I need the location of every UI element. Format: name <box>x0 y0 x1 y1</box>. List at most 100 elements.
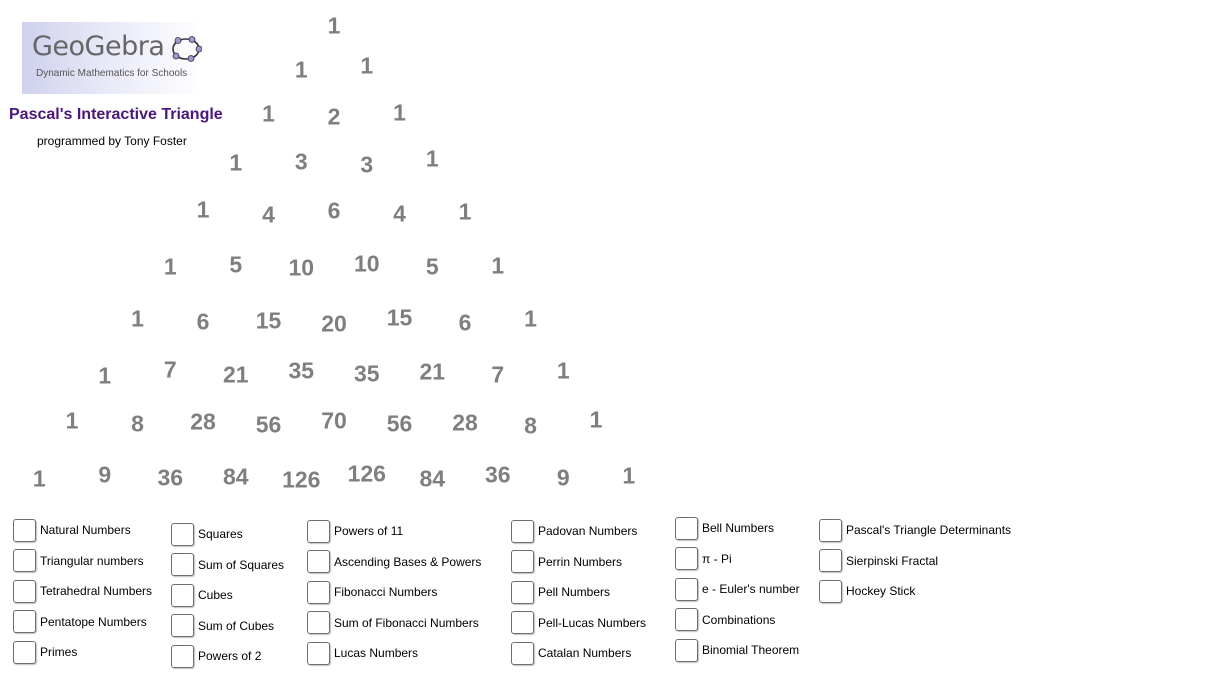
triangle-number[interactable]: 20 <box>321 310 347 337</box>
checkbox[interactable] <box>171 553 194 576</box>
triangle-number[interactable]: 9 <box>556 464 570 491</box>
triangle-number[interactable]: 1 <box>360 52 374 79</box>
checkbox-option[interactable]: Cubes <box>171 581 233 609</box>
triangle-number[interactable]: 56 <box>255 411 282 438</box>
triangle-number[interactable]: 36 <box>484 461 511 488</box>
triangle-number[interactable]: 15 <box>386 304 413 331</box>
triangle-number[interactable]: 2 <box>327 103 341 130</box>
checkbox[interactable] <box>819 579 842 603</box>
triangle-number[interactable]: 6 <box>327 197 341 224</box>
triangle-number[interactable]: 7 <box>491 361 505 388</box>
checkbox-option[interactable]: Binomial Theorem <box>675 636 799 664</box>
checkbox[interactable] <box>511 611 534 634</box>
checkbox[interactable] <box>13 610 36 633</box>
triangle-number[interactable]: 84 <box>222 463 249 490</box>
triangle-number[interactable]: 28 <box>190 408 216 435</box>
triangle-number[interactable]: 8 <box>524 412 537 439</box>
triangle-number[interactable]: 1 <box>327 12 341 39</box>
triangle-number[interactable]: 70 <box>321 407 347 434</box>
triangle-number[interactable]: 35 <box>353 360 380 387</box>
checkbox[interactable] <box>675 516 698 540</box>
checkbox-option[interactable]: Squares <box>171 520 243 548</box>
triangle-number[interactable]: 1 <box>589 406 603 433</box>
triangle-number[interactable]: 4 <box>262 201 275 228</box>
triangle-number[interactable]: 1 <box>425 145 439 172</box>
triangle-number[interactable]: 1 <box>32 465 46 492</box>
triangle-number[interactable]: 84 <box>419 465 446 492</box>
checkbox-option[interactable]: Sum of Cubes <box>171 612 274 640</box>
checkbox-option[interactable]: Pell-Lucas Numbers <box>511 609 646 637</box>
checkbox-option[interactable]: Tetrahedral Numbers <box>13 577 152 605</box>
checkbox-option[interactable]: Bell Numbers <box>675 514 774 542</box>
triangle-number[interactable]: 1 <box>229 149 243 176</box>
checkbox[interactable] <box>307 519 330 543</box>
checkbox[interactable] <box>675 638 698 662</box>
triangle-number[interactable]: 1 <box>491 252 505 279</box>
triangle-number[interactable]: 5 <box>229 251 243 278</box>
triangle-number[interactable]: 15 <box>255 307 282 334</box>
triangle-number[interactable]: 1 <box>622 462 636 489</box>
checkbox-option[interactable]: Powers of 2 <box>171 642 261 670</box>
triangle-number[interactable]: 1 <box>98 362 112 389</box>
checkbox-option[interactable]: Sum of Squares <box>171 551 284 579</box>
checkbox-option[interactable]: Combinations <box>675 606 775 634</box>
checkbox[interactable] <box>171 522 194 546</box>
checkbox[interactable] <box>13 640 36 664</box>
triangle-number[interactable]: 9 <box>98 461 112 488</box>
triangle-number[interactable]: 1 <box>262 100 275 127</box>
checkbox[interactable] <box>307 550 330 573</box>
checkbox-option[interactable]: Pentatope Numbers <box>13 608 147 636</box>
triangle-number[interactable]: 1 <box>524 305 537 332</box>
triangle-number[interactable]: 6 <box>196 308 210 335</box>
triangle-number[interactable]: 5 <box>425 253 439 280</box>
triangle-number[interactable]: 1 <box>393 99 406 126</box>
triangle-number[interactable]: 21 <box>222 361 249 388</box>
checkbox-option[interactable]: Pell Numbers <box>511 578 610 606</box>
triangle-number[interactable]: 126 <box>282 466 321 493</box>
checkbox[interactable] <box>819 549 842 572</box>
checkbox[interactable] <box>171 614 194 637</box>
checkbox-option[interactable]: Fibonacci Numbers <box>307 578 437 606</box>
triangle-number[interactable]: 1 <box>196 196 210 223</box>
checkbox-option[interactable]: Powers of 11 <box>307 517 403 545</box>
triangle-number[interactable]: 126 <box>347 460 386 487</box>
checkbox[interactable] <box>675 547 698 570</box>
triangle-number[interactable]: 28 <box>452 409 478 436</box>
checkbox-option[interactable]: Sum of Fibonacci Numbers <box>307 609 479 637</box>
checkbox[interactable] <box>13 549 36 572</box>
checkbox[interactable] <box>675 577 698 601</box>
triangle-number[interactable]: 21 <box>419 358 446 385</box>
triangle-number[interactable]: 1 <box>131 305 144 332</box>
triangle-number[interactable]: 1 <box>65 407 79 434</box>
checkbox-option[interactable]: Natural Numbers <box>13 516 131 544</box>
triangle-number[interactable]: 6 <box>458 309 472 336</box>
triangle-number[interactable]: 4 <box>393 200 406 227</box>
checkbox-option[interactable]: Primes <box>13 638 77 666</box>
checkbox-option[interactable]: Lucas Numbers <box>307 639 418 667</box>
checkbox[interactable] <box>511 580 534 604</box>
triangle-number[interactable]: 7 <box>163 356 177 383</box>
checkbox[interactable] <box>13 518 36 542</box>
checkbox-option[interactable]: Triangular numbers <box>13 547 144 575</box>
checkbox-option[interactable]: Catalan Numbers <box>511 639 631 667</box>
triangle-number[interactable]: 10 <box>288 254 315 281</box>
checkbox[interactable] <box>511 519 534 543</box>
checkbox[interactable] <box>171 583 194 607</box>
triangle-number[interactable]: 35 <box>288 357 315 384</box>
triangle-number[interactable]: 3 <box>360 151 374 178</box>
checkbox-option[interactable]: Hockey Stick <box>819 577 915 605</box>
triangle-number[interactable]: 36 <box>157 464 184 491</box>
checkbox-option[interactable]: Padovan Numbers <box>511 517 637 545</box>
checkbox[interactable] <box>511 641 534 665</box>
triangle-number[interactable]: 1 <box>163 253 177 280</box>
checkbox-option[interactable]: Pascal's Triangle Determinants <box>819 516 1011 544</box>
checkbox-option[interactable]: Ascending Bases & Powers <box>307 548 481 576</box>
checkbox[interactable] <box>307 580 330 604</box>
triangle-number[interactable]: 10 <box>353 250 380 277</box>
triangle-number[interactable]: 1 <box>458 198 472 225</box>
checkbox[interactable] <box>307 641 330 665</box>
checkbox[interactable] <box>511 550 534 573</box>
triangle-number[interactable]: 1 <box>556 357 570 384</box>
checkbox-option[interactable]: Perrin Numbers <box>511 548 622 576</box>
triangle-number[interactable]: 3 <box>294 148 308 175</box>
